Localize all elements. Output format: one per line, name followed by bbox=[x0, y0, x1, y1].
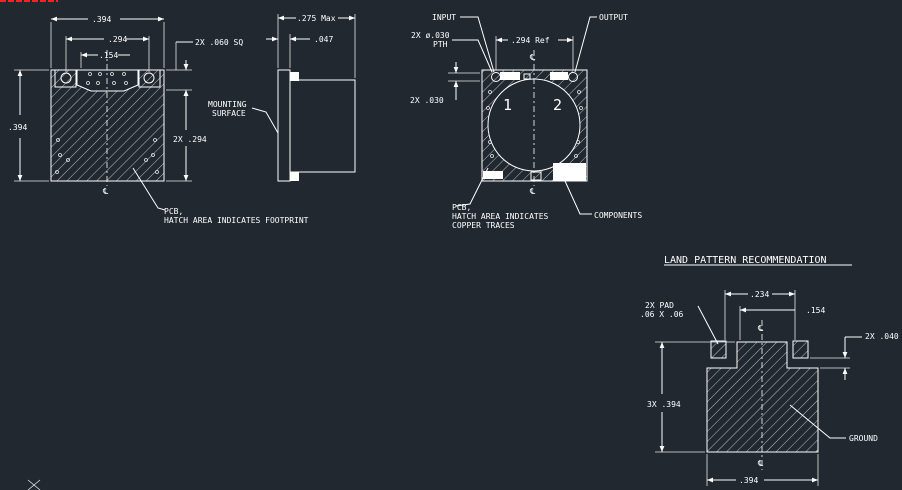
view2-body bbox=[289, 79, 356, 173]
svg-text:℄: ℄ bbox=[529, 187, 536, 196]
land-centerline-bottom: ℄ bbox=[757, 459, 764, 468]
ucs-cross-icon bbox=[27, 479, 41, 490]
land-ground-label: GROUND bbox=[849, 434, 878, 443]
view2-side-view: .275 Max .047 MOUNTING SURFACE bbox=[208, 14, 356, 182]
view1-hole-left bbox=[60, 72, 72, 84]
land-ground-pad bbox=[706, 341, 819, 453]
view1-pad-left bbox=[54, 69, 77, 88]
view2-note: MOUNTING SURFACE bbox=[208, 100, 251, 118]
view2-dim-flange: .047 bbox=[314, 35, 333, 44]
view1-centerline-symbol: ℄ bbox=[102, 187, 109, 196]
view1-dim-hole-offset: .154 bbox=[99, 51, 118, 60]
view2-dim-max: .275 Max bbox=[297, 14, 336, 23]
view3-port2-label: 2 bbox=[553, 96, 562, 114]
view3-centerline-symbol: ℄ bbox=[529, 53, 536, 62]
land-dim-width: .394 bbox=[739, 476, 758, 485]
view3-pcb-note: PCB, HATCH AREA INDICATES COPPER TRACES bbox=[452, 203, 553, 230]
view3-port1-label: 1 bbox=[503, 96, 512, 114]
view1-top-view: ℄ .394 .294 .154 2X .060 SQ .394 bbox=[8, 15, 309, 225]
land-dim-234: .234 bbox=[750, 290, 769, 299]
view1-pad-right bbox=[138, 69, 161, 88]
land-pad-left bbox=[710, 340, 727, 359]
land-pattern-title: LAND PATTERN RECOMMENDATION bbox=[664, 255, 827, 266]
land-pad-label: 2X PAD .06 X .06 bbox=[640, 301, 684, 319]
land-dim-040: 2X .040 bbox=[865, 332, 899, 341]
land-pad-right bbox=[792, 340, 809, 359]
view1-hole-right bbox=[143, 72, 155, 84]
view1-dim-overall-width: .394 bbox=[92, 15, 111, 24]
land-pattern-view: LAND PATTERN RECOMMENDATION ℄ ℄ .234 .15… bbox=[640, 255, 899, 486]
view3-pth-label: 2X ø.030 PTH bbox=[411, 31, 454, 49]
land-centerline-top: ℄ bbox=[757, 324, 764, 333]
view1-dim-height: .394 bbox=[8, 123, 27, 132]
view1-dim-pad-height: 2X .294 bbox=[173, 135, 207, 144]
view3-circuit-view: 1 2 ℄ ℄ INPUT OUTPUT .294 Ref 2X ø.030 P… bbox=[410, 13, 642, 230]
view1-dim-square: 2X .060 SQ bbox=[195, 38, 243, 47]
view1-note: PCB, HATCH AREA INDICATES FOOTPRINT bbox=[164, 207, 309, 225]
view3-input-label: INPUT bbox=[432, 13, 456, 22]
view3-dim-030: 2X .030 bbox=[410, 96, 444, 105]
view3-components-label: COMPONENTS bbox=[594, 211, 642, 220]
land-dim-height: 3X .394 bbox=[647, 400, 681, 409]
view1-dim-hole-spacing: .294 bbox=[108, 35, 127, 44]
view2-flange bbox=[277, 69, 291, 182]
view3-output-label: OUTPUT bbox=[599, 13, 628, 22]
view3-dim-ref: .294 Ref bbox=[511, 36, 550, 45]
land-dim-154: .154 bbox=[806, 306, 825, 315]
